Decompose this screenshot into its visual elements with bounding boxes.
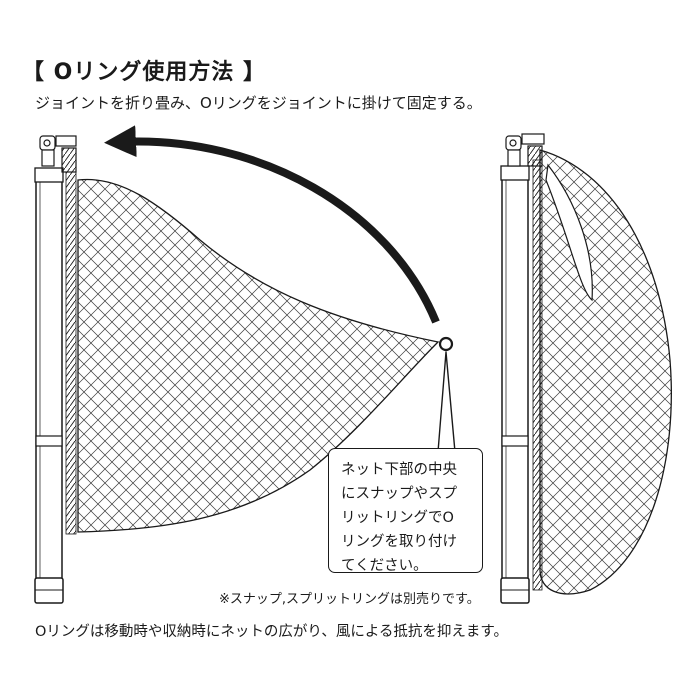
callout-line: リットリングでO — [341, 510, 454, 526]
left-net-lacing — [65, 171, 77, 535]
right-net-assembly — [500, 133, 672, 604]
bottom-note: Oリングは移動時や収納時にネットの広がり、風による抵抗を抑えます。 — [35, 624, 508, 640]
left-pole-segment — [35, 435, 63, 447]
right-pole-cap — [500, 165, 530, 181]
o-ring-icon — [438, 336, 454, 352]
left-net-mesh — [77, 178, 440, 533]
left-pole-cap — [34, 167, 64, 183]
right-net-lacing — [532, 159, 543, 591]
callout-line: にスナップやスプ — [341, 486, 457, 502]
left-net-assembly — [34, 125, 456, 604]
callout-box: ネット下部の中央 にスナップやスプ リットリングでO リングを取り付け てくださ… — [328, 448, 483, 574]
right-net-mesh — [539, 149, 672, 595]
footnote: ※スナップ,スプリットリングは別売りです。 — [219, 592, 480, 607]
callout-line: ネット下部の中央 — [341, 462, 457, 478]
page-title: 【 Oリング使用方法 】 — [22, 60, 267, 85]
instruction-text: ジョイントを折り畳み、Oリングをジョイントに掛けて固定する。 — [35, 94, 482, 112]
callout-line: てください。 — [341, 558, 428, 574]
callout-pointer — [437, 351, 456, 453]
left-joint — [39, 135, 77, 173]
callout-line: リングを取り付け — [341, 534, 457, 550]
right-joint — [505, 133, 545, 167]
right-pole-segment — [501, 435, 529, 447]
fold-arrow — [104, 125, 440, 324]
right-net-fold — [545, 163, 593, 302]
